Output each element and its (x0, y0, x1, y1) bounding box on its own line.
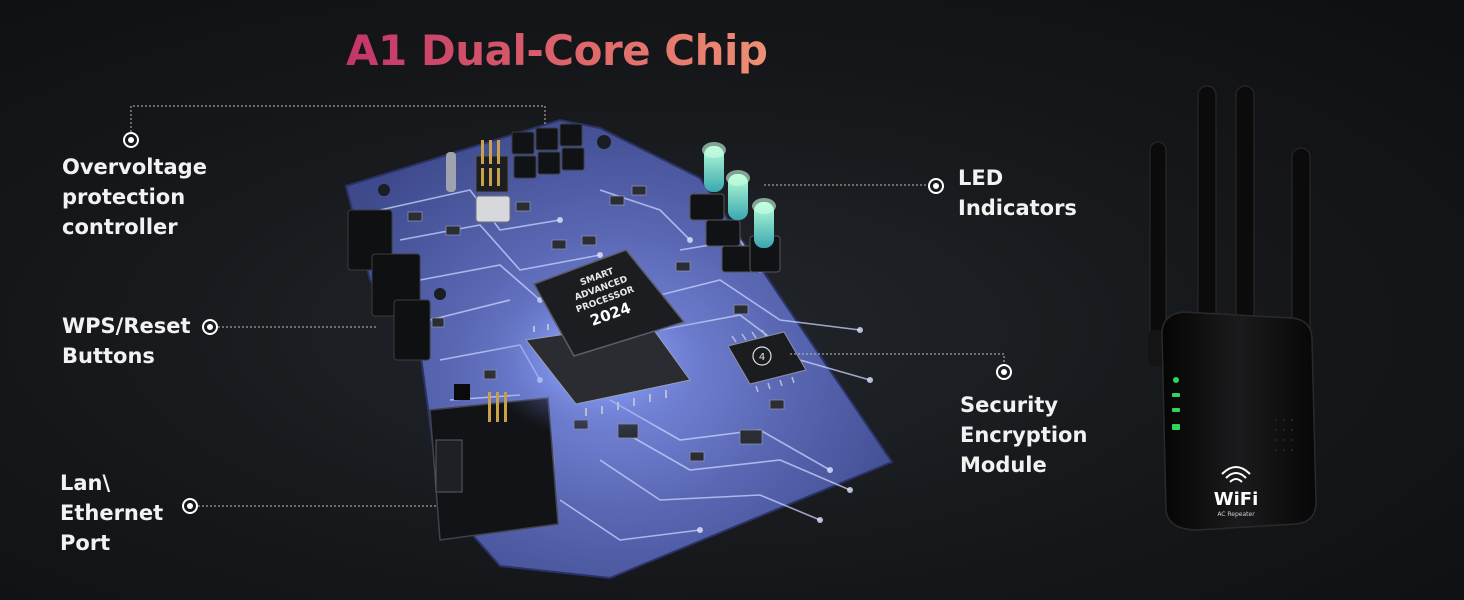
wan-led-icon (1172, 393, 1180, 397)
label-security-line1: Security (960, 393, 1059, 417)
marker-overvoltage (123, 132, 139, 148)
marker-wps-core (207, 324, 213, 330)
crystal-component (475, 195, 511, 223)
leader-security (790, 353, 1005, 364)
label-wps: WPS/Reset Buttons (62, 311, 191, 371)
processor-top (532, 249, 686, 357)
ethernet-port (429, 384, 559, 541)
marker-overvoltage-core (128, 137, 134, 143)
device-sublogo-text: AC Repeater (1217, 511, 1255, 518)
label-overvoltage-line1: Overvoltage (62, 155, 207, 179)
label-security-line3: Module (960, 453, 1047, 477)
marker-lan-core (187, 503, 193, 509)
mounting-hole (597, 135, 611, 149)
marker-security (996, 364, 1012, 380)
label-lan-line1: Lan\ (60, 471, 111, 495)
device-logo-text: WiFi (1214, 489, 1259, 510)
label-led-line2: Indicators (958, 196, 1077, 220)
pin-header-top (475, 140, 509, 193)
label-overvoltage-line3: controller (62, 215, 178, 239)
security-chip: 4 (727, 329, 807, 393)
label-lan-line3: Port (60, 531, 111, 555)
label-wps-line1: WPS/Reset (62, 314, 191, 338)
device-status-leds (1172, 377, 1180, 430)
mounting-hole (378, 184, 390, 196)
label-security: Security Encryption Module (960, 390, 1087, 480)
marker-security-core (1001, 369, 1007, 375)
label-overvoltage-line2: protection (62, 185, 186, 209)
marker-lan (182, 498, 198, 514)
security-chip-number: 4 (759, 352, 765, 363)
wps-led-icon (1172, 408, 1180, 412)
mounting-hole (434, 288, 446, 300)
relay-block (511, 123, 585, 179)
signal-led-icon (1172, 424, 1180, 430)
leader-overvoltage (130, 105, 546, 132)
label-lan-line2: Ethernet (60, 501, 164, 525)
marker-wps (202, 319, 218, 335)
power-led-icon (1173, 377, 1179, 383)
label-wps-line2: Buttons (62, 344, 155, 368)
page-title: A1 Dual-Core Chip (346, 26, 768, 75)
label-led-line1: LED (958, 166, 1004, 190)
label-lan: Lan\ Ethernet Port (60, 468, 163, 558)
led-indicators (689, 142, 781, 273)
marker-led (928, 178, 944, 194)
side-connectors (347, 209, 431, 361)
label-led: LED Indicators (958, 163, 1077, 223)
marker-led-core (933, 183, 939, 189)
label-security-line2: Encryption (960, 423, 1088, 447)
capacitor (446, 152, 456, 192)
wifi-logo (1221, 466, 1251, 483)
wifi-icon (1225, 472, 1247, 479)
device-body (1161, 311, 1317, 531)
label-overvoltage: Overvoltage protection controller (62, 152, 207, 242)
